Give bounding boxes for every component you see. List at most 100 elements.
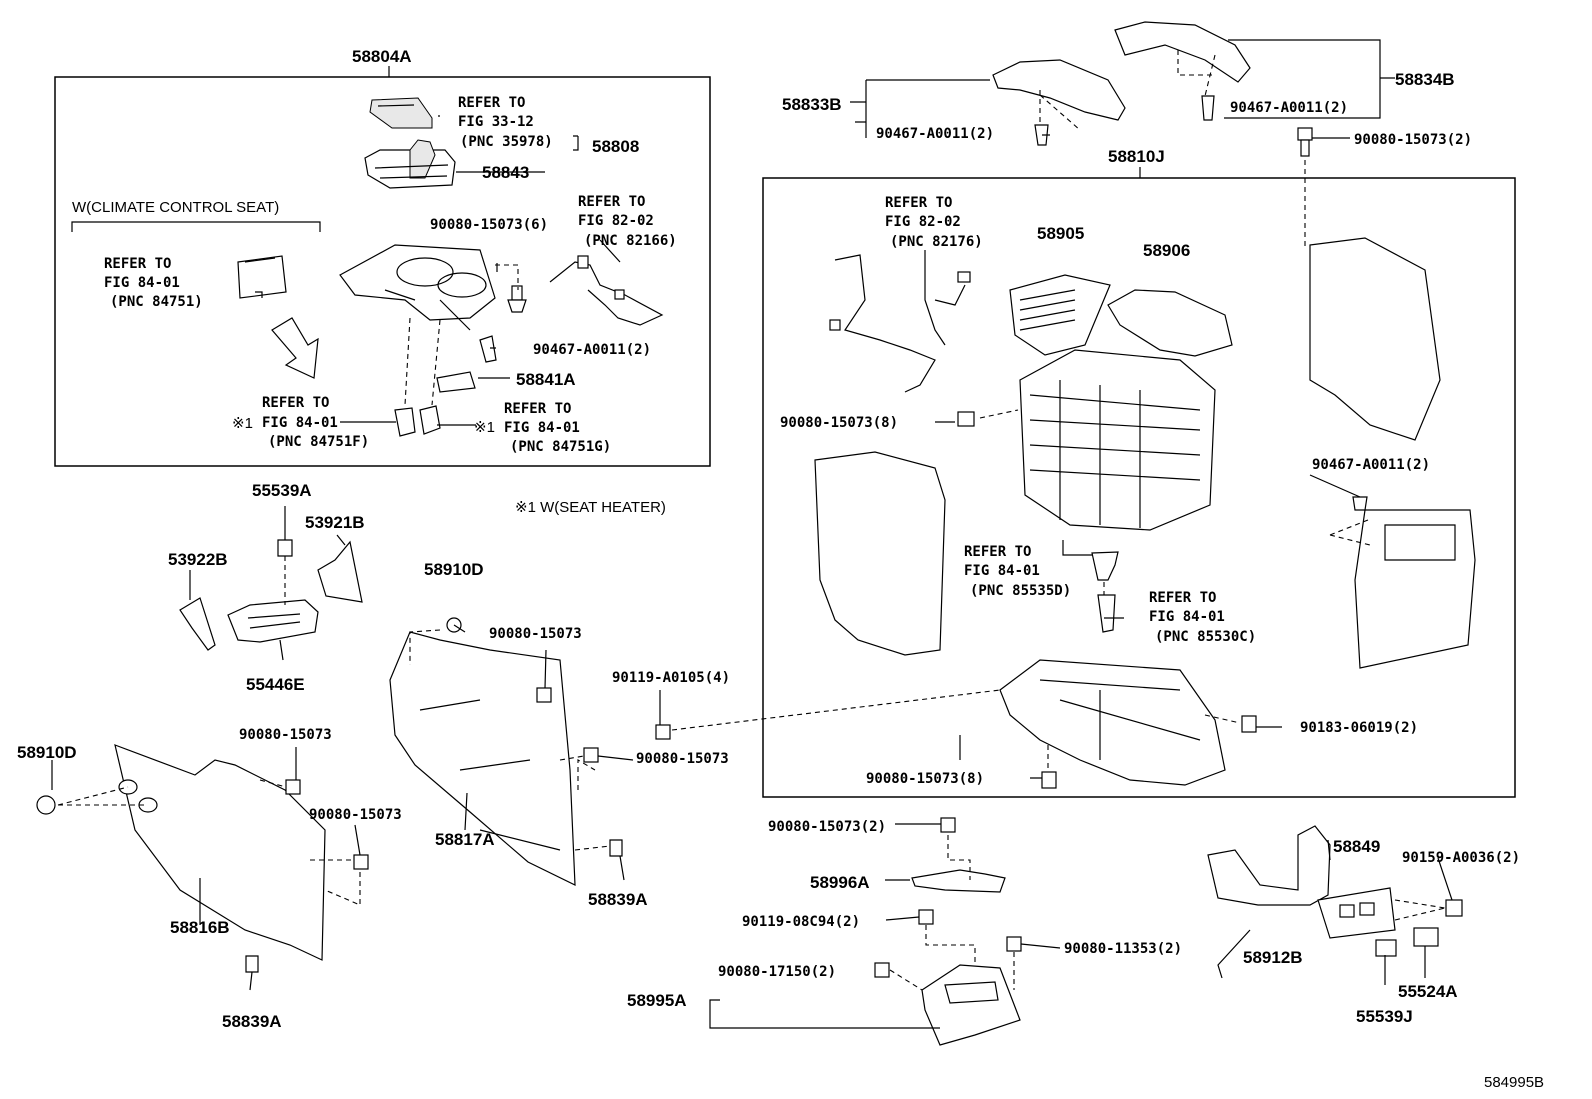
box-58804A (54, 76, 711, 467)
wire-harness-82166-shape (549, 255, 664, 326)
label-58849: 58849 (1333, 837, 1380, 856)
label-90080-15073-a: 90080-15073 (489, 626, 582, 642)
label-refer-f-1: REFER TO (262, 395, 329, 411)
bracket-58996A-shape (911, 869, 1006, 893)
label-90080-15073-d: 90080-15073 (309, 807, 402, 823)
label-refer-33-12-b: FIG 33-12 (458, 114, 534, 130)
wire-harness-82176-shape (829, 250, 971, 393)
panel-58816B-shape (114, 744, 326, 961)
trim-53921B-shape (317, 540, 363, 603)
label-refer-84-01-a2: FIG 84-01 (104, 275, 180, 291)
base-55446E-shape (227, 599, 319, 643)
label-refer-82-02-b1: REFER TO (885, 195, 952, 211)
bolt-90080-d-shape (353, 854, 369, 870)
bolt-90080-8b-shape (1041, 771, 1057, 789)
bolt-90080-b-shape (583, 747, 599, 763)
label-58839A-a: 58839A (588, 890, 648, 909)
label-refer-85530-2: FIG 84-01 (1149, 609, 1225, 625)
bracket-53922B-shape (179, 597, 216, 651)
arrow-shape (271, 317, 319, 379)
socket-85535D-shape (1091, 551, 1119, 581)
label-90467-A0011-2d: 90467-A0011(2) (1312, 457, 1430, 473)
label-90080-15073-8a: 90080-15073(8) (780, 415, 898, 431)
label-refer-g-1: REFER TO (504, 401, 571, 417)
label-refer-82-02-a1: REFER TO (578, 194, 645, 210)
box-58810J (762, 177, 1516, 798)
label-90159-A0036-2: 90159-A0036(2) (1402, 850, 1520, 866)
label-mark1b: ※1 (474, 419, 495, 436)
label-wclimate: W(CLIMATE CONTROL SEAT) (72, 199, 279, 216)
label-58910D-a: 58910D (424, 560, 484, 579)
label-58841A: 58841A (516, 370, 576, 389)
bolt-90080-a-shape (536, 687, 552, 703)
label-refer-85535-3: (PNC 85535D) (970, 583, 1071, 599)
label-58843: 58843 (482, 163, 529, 182)
bolt-90080-2-top-shape (1297, 127, 1313, 157)
label-58905: 58905 (1037, 224, 1084, 243)
clip-58833-shape (1034, 124, 1049, 146)
diagram-id: 584995B (1484, 1074, 1544, 1091)
armrest-58834B-shape (1114, 21, 1251, 83)
label-58906: 58906 (1143, 241, 1190, 260)
clip-58839A-b-shape (245, 955, 259, 973)
heater-switch-f-shape (394, 407, 416, 437)
bolt-90119-08C94-shape (918, 909, 934, 925)
label-refer-85535-2: FIG 84-01 (964, 563, 1040, 579)
cover-plate-shape (369, 97, 433, 129)
nut-90183-shape (1241, 715, 1257, 733)
label-58816B: 58816B (170, 918, 230, 937)
label-refer-85535-1: REFER TO (964, 544, 1031, 560)
label-55524A: 55524A (1398, 982, 1458, 1001)
bolt-90080-c-shape (285, 779, 301, 795)
label-90467-A0011-2b: 90467-A0011(2) (876, 126, 994, 142)
shift-bezel-58843-shape (364, 139, 456, 189)
label-refer-f-2: FIG 84-01 (262, 415, 338, 431)
clip-58910D-b-shape (36, 795, 56, 815)
clip-90467-upper-left-shape (479, 335, 497, 363)
switch-panel-58849-shape (1317, 887, 1396, 939)
bolt-90080-6-shape (507, 285, 527, 313)
clip-55539A-shape (277, 539, 293, 557)
label-90080-15073-2b: 90080-15073(2) (768, 819, 886, 835)
clip-90159-shape (1445, 899, 1463, 917)
clip-90467-right-shape (1352, 496, 1368, 511)
heater-switch-g-shape (419, 405, 441, 435)
label-58996A: 58996A (810, 873, 870, 892)
label-90467-A0011-2a: 90467-A0011(2) (533, 342, 651, 358)
clip-58839A-a-shape (609, 839, 623, 857)
label-seat-heater: ※1 W(SEAT HEATER) (515, 499, 666, 516)
label-refer-84-01-a3: (PNC 84751) (110, 294, 203, 310)
label-53921B: 53921B (305, 513, 365, 532)
label-90119-A0105-4: 90119-A0105(4) (612, 670, 730, 686)
clip-58834-shape (1201, 95, 1215, 121)
label-90080-15073-6: 90080-15073(6) (430, 217, 548, 233)
label-refer-g-2: FIG 84-01 (504, 420, 580, 436)
label-refer-82-02-b2: FIG 82-02 (885, 214, 961, 230)
label-mark1a: ※1 (232, 415, 253, 432)
label-refer-33-12-c: (PNC 35978) (460, 134, 553, 150)
label-refer-82-02-a2: FIG 82-02 (578, 213, 654, 229)
label-90080-15073-8b: 90080-15073(8) (866, 771, 984, 787)
label-53922B: 53922B (168, 550, 228, 569)
switch-55539J-shape (1375, 939, 1397, 957)
switch-55524A-shape (1413, 927, 1439, 947)
label-90119-08C94-2: 90119-08C94(2) (742, 914, 860, 930)
label-90080-11353-2: 90080-11353(2) (1064, 941, 1182, 957)
side-panel-right-shape (1309, 237, 1441, 441)
label-refer-g-3: (PNC 84751G) (510, 439, 611, 455)
bolt-90080-2-b-shape (940, 817, 956, 833)
armrest-58833B-shape (992, 59, 1126, 121)
label-58912B: 58912B (1243, 948, 1303, 967)
side-panel-left-shape (814, 451, 946, 656)
label-58810J: 58810J (1108, 147, 1165, 166)
lower-console-frame-shape (999, 659, 1226, 786)
label-58834B: 58834B (1395, 70, 1455, 89)
label-58995A: 58995A (627, 991, 687, 1010)
bolt-90080-11353-shape (1006, 936, 1022, 952)
label-refer-f-3: (PNC 84751F) (268, 434, 369, 450)
nut-90080-17150-shape (874, 962, 890, 978)
panel-58817A-shape (389, 631, 576, 886)
cupholder-panel-shape (339, 244, 496, 331)
console-box-shape (1019, 349, 1216, 531)
socket-85530C-shape (1097, 594, 1116, 633)
